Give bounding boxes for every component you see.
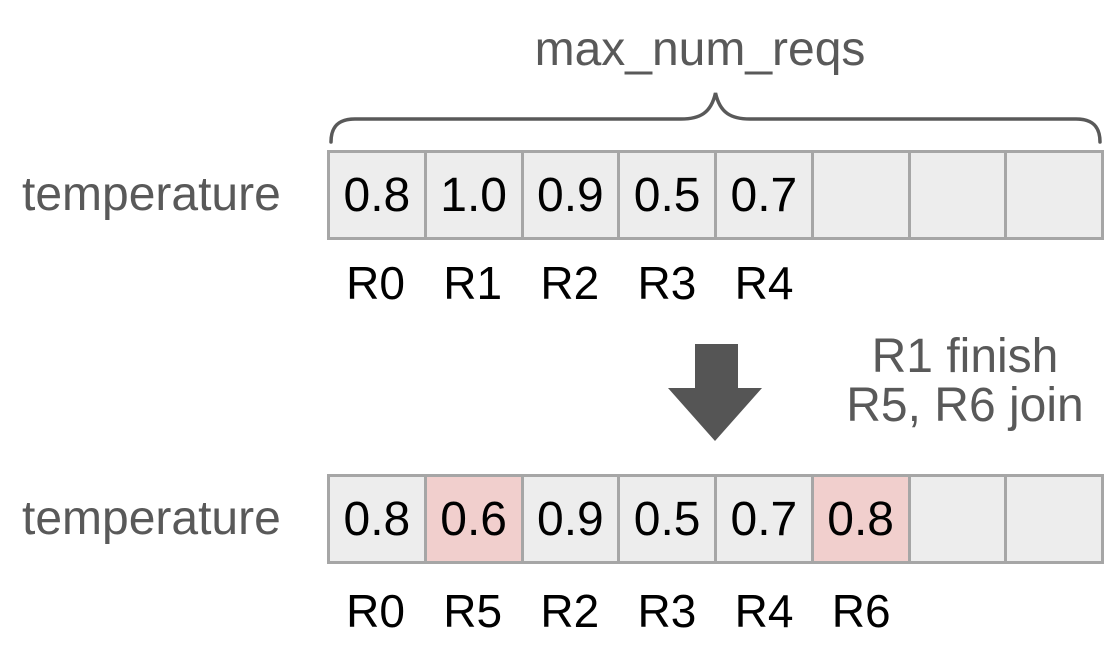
request-label: R1 [443, 257, 503, 309]
request-label: R2 [540, 585, 600, 637]
request-label [813, 258, 910, 308]
request-label: R0 [346, 585, 405, 637]
request-label: R5 [443, 585, 503, 637]
curly-brace [329, 92, 1102, 144]
request-label [1007, 258, 1104, 308]
transition-caption-line1: R1 finish [871, 330, 1059, 383]
array-cell: 0.5 [620, 477, 717, 561]
array-cell-highlighted: 0.6 [426, 477, 524, 561]
transition-caption-line2: R5, R6 join [846, 379, 1084, 432]
request-label: R0 [346, 257, 405, 309]
array-cell: 0.9 [523, 477, 621, 561]
array-cell: 0.7 [717, 477, 814, 561]
row-label-temperature-before: temperature [22, 168, 281, 221]
array-cell: 0.9 [523, 153, 621, 237]
array-cell: 1.0 [426, 153, 524, 237]
request-labels-after: R0 R5 R2 R3 R4 R6 [327, 586, 1104, 636]
request-label [1007, 586, 1104, 636]
array-cell [1007, 477, 1101, 561]
array-cell: 0.5 [620, 153, 717, 237]
transition-caption: R1 finish R5, R6 join [830, 332, 1100, 430]
request-label: R4 [734, 585, 794, 637]
request-label: R3 [637, 257, 697, 309]
request-label [910, 586, 1007, 636]
array-cell: 0.8 [330, 153, 427, 237]
request-label: R3 [637, 585, 697, 637]
array-cell [910, 477, 1008, 561]
array-cell: 0.8 [330, 477, 427, 561]
request-label: R2 [540, 257, 600, 309]
max-num-reqs-title: max_num_reqs [534, 23, 866, 76]
array-cell [910, 153, 1008, 237]
array-cell-highlighted: 0.8 [813, 477, 911, 561]
request-labels-before: R0 R1 R2 R3 R4 [327, 258, 1104, 308]
array-cell: 0.7 [717, 153, 814, 237]
request-label: R6 [831, 585, 891, 637]
array-cell [813, 153, 911, 237]
request-label [910, 258, 1007, 308]
row-label-temperature-after: temperature [22, 492, 281, 545]
down-arrow-icon [668, 344, 762, 441]
request-label: R4 [734, 257, 794, 309]
array-cell [1007, 153, 1101, 237]
